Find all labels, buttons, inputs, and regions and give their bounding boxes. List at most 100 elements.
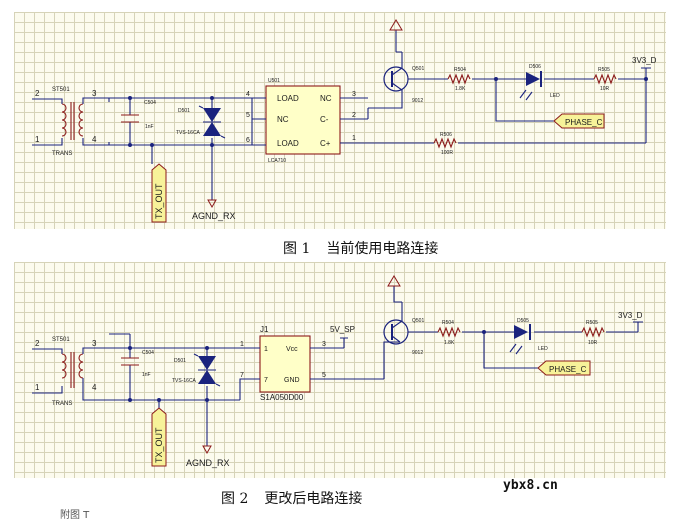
net-3v3-d: 3V3_D	[618, 311, 643, 332]
pin-label: 3	[322, 341, 326, 348]
pin-label: 1	[264, 346, 268, 353]
capacitor-c504: C504 1nF	[121, 96, 156, 147]
pin-label: 7	[240, 372, 244, 379]
net-tx-out: TX_OUT	[151, 398, 167, 467]
net-phase-c: PHASE_C	[537, 360, 591, 376]
pin-label: 2	[35, 89, 40, 98]
pin-label: 3	[92, 89, 97, 98]
schematic-panel-2: ST501 TRANS 2 3 1 4 C504 1nF TX_OUT D5	[14, 262, 666, 478]
transformer-st501: ST501 TRANS 2 3 1 4	[32, 87, 109, 157]
transistor-ref: Q501	[412, 66, 424, 72]
net-label-phase: PHASE_C	[565, 118, 603, 127]
tvs-diode-d501: D501 TVS-16CA	[176, 96, 226, 147]
transformer-st501: ST501 TRANS 2 3 1 4	[32, 337, 109, 407]
module-value: S1A050D00	[260, 393, 304, 402]
resistor-ref: R505	[598, 67, 610, 73]
relay-pin-name: NC	[320, 94, 332, 103]
relay-pin-name: LOAD	[277, 139, 299, 148]
relay-pin-name: C+	[320, 139, 331, 148]
relay-value: LCA710	[268, 158, 286, 164]
net-label-tx-out: TX_OUT	[154, 183, 164, 219]
net-3v3-d: 3V3_D	[632, 56, 657, 143]
led-d506: D506 LED	[494, 64, 594, 122]
transformer-value: TRANS	[52, 401, 72, 407]
watermark: ybx8.cn	[503, 478, 558, 493]
figure-number: 图 1	[283, 241, 311, 257]
transistor-ref: Q501	[412, 318, 424, 324]
transformer-ref: ST501	[52, 337, 70, 343]
resistor-value: 10R	[588, 340, 598, 346]
resistor-ref: R504	[442, 320, 454, 326]
tvs-value: TVS-16CA	[176, 130, 201, 136]
transformer-ref: ST501	[52, 87, 70, 93]
relay-pin-name: C-	[320, 115, 329, 124]
resistor-ref: R505	[586, 320, 598, 326]
relay-pin-name: NC	[277, 115, 289, 124]
pin-label: 5	[322, 372, 326, 379]
resistor-value: 1.8K	[444, 340, 455, 346]
led-value: LED	[550, 93, 560, 99]
pin-label: 1	[240, 341, 244, 348]
capacitor-c504: C504 1nF	[109, 333, 154, 402]
capacitor-ref: C504	[144, 100, 156, 106]
figure-title: 当前使用电路连接	[326, 241, 439, 257]
net-label-phase: PHASE_C	[549, 365, 587, 374]
net-phase-c: PHASE_C	[553, 113, 605, 129]
net-label-vcc: 3V3_D	[618, 311, 643, 320]
capacitor-value: 1nF	[142, 372, 151, 378]
pin-label: 5	[246, 112, 250, 119]
resistor-ref: R506	[440, 132, 452, 138]
schematic-2: ST501 TRANS 2 3 1 4 C504 1nF TX_OUT D5	[32, 275, 643, 468]
transistor-value: 9012	[412, 350, 423, 356]
pin-label: 4	[246, 91, 250, 98]
pin-label: 4	[92, 383, 97, 392]
figure-caption-1: 图 1 当前使用电路连接	[283, 238, 454, 258]
net-label-vcc: 3V3_D	[632, 56, 657, 65]
net-label-tx-out: TX_OUT	[154, 427, 164, 463]
tvs-diode-d501: D501 TVS-16CA	[172, 346, 221, 402]
footer-fragment: 附图 T	[60, 510, 90, 521]
capacitor-ref: C504	[142, 350, 154, 356]
pin-label: 2	[352, 112, 356, 119]
relay-ref: U501	[268, 78, 280, 84]
resistor-value: 10R	[600, 86, 610, 92]
figure-caption-2: 图 2 更改后电路连接	[221, 488, 378, 508]
pin-label: 2	[35, 339, 40, 348]
pin-label: 1	[352, 135, 356, 142]
transformer-value: TRANS	[52, 151, 72, 157]
net-agnd-rx: AGND_RX	[186, 400, 230, 468]
relay-pin-name: LOAD	[277, 94, 299, 103]
led-d505: D505 LED	[482, 318, 582, 369]
figure-number: 图 2	[221, 491, 249, 507]
pin-label: 1	[35, 383, 40, 392]
net-tx-out: TX_OUT	[150, 143, 167, 223]
pin-label: 1	[35, 135, 40, 144]
pin-label: 6	[246, 137, 250, 144]
led-ref: D505	[517, 318, 529, 324]
tvs-ref: D501	[174, 358, 186, 364]
pin-label: 3	[352, 91, 356, 98]
resistor-r504: R504 1.8K	[408, 67, 496, 92]
resistor-r504: R504 1.8K	[408, 320, 484, 346]
tvs-ref: D501	[178, 108, 190, 114]
net-agnd-rx: AGND_RX	[192, 145, 236, 221]
transistor-q501: Q501 9012	[383, 275, 424, 379]
capacitor-value: 1nF	[145, 124, 154, 130]
resistor-value: 100R	[441, 150, 453, 156]
resistor-r505: R505 10R	[581, 320, 638, 346]
resistor-r506: R506 100R	[368, 132, 646, 156]
net-label-sp: 5V_SP	[330, 325, 355, 334]
relay-u501: U501 LCA710 LOAD NC LOAD NC C- C+ 4 5 6 …	[246, 78, 368, 164]
pin-label: 3	[92, 339, 97, 348]
module-j1: J1 S1A050D00 Vcc GND 1 7 1 7 3 5	[239, 325, 384, 402]
transistor-q501: Q501 9012	[367, 19, 424, 119]
pin-label: 7	[264, 377, 268, 384]
module-pin-name: Vcc	[286, 346, 298, 353]
net-label-agnd: AGND_RX	[186, 458, 230, 468]
pin-label: 4	[92, 135, 97, 144]
net-5v-sp: 5V_SP	[330, 325, 355, 348]
figure-title: 更改后电路连接	[264, 491, 363, 507]
resistor-ref: R504	[454, 67, 466, 73]
schematic-panel-1: ST501 TRANS 2 3 1 4 C504 1nF TX_OUT	[14, 12, 666, 229]
tvs-value: TVS-16CA	[172, 378, 197, 384]
